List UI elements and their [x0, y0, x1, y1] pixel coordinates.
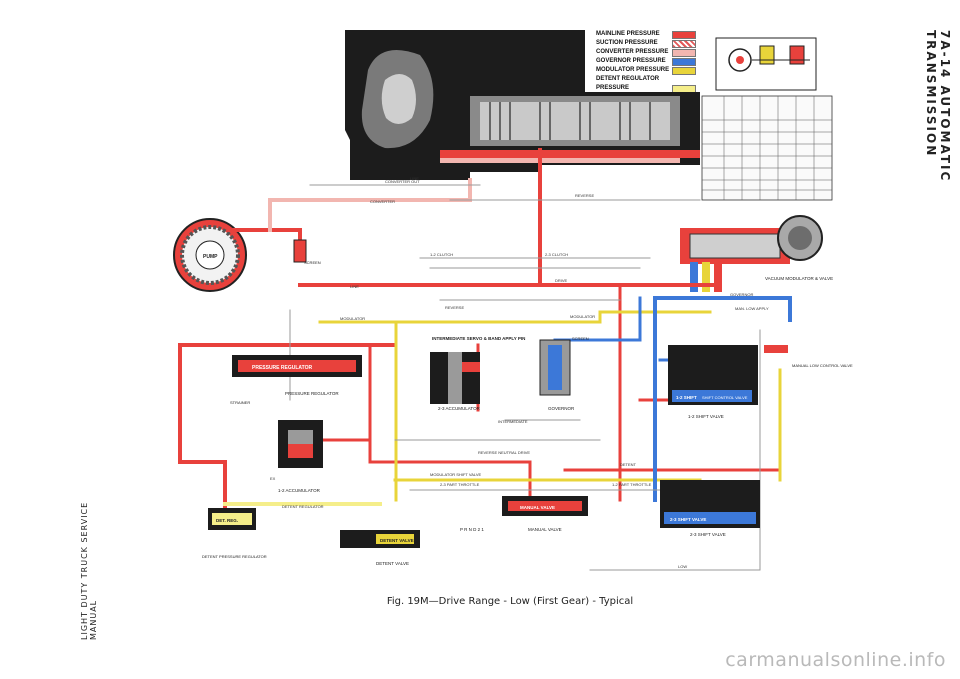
- detent-valve-label: DETENT VALVE: [376, 561, 409, 566]
- drive-label: DRIVE: [555, 278, 568, 283]
- converter-inset: [715, 37, 817, 91]
- shift-valve-23: 2-3 SHIFT VALVE 2-3 SHIFT VALVE: [660, 480, 760, 537]
- detent-valve: DETENT VALVE DETENT VALVE: [340, 530, 420, 566]
- strainer-label: STRAINER: [230, 400, 250, 405]
- vacuum-modulator-label: VACUUM MODULATOR & VALVE: [765, 276, 833, 281]
- detent-pressure-regulator: DET. REG. DETENT PRESSURE REGULATOR: [202, 508, 267, 559]
- legend-swatch-modulator: [672, 66, 696, 75]
- converter-line-label: CONVERTER: [370, 199, 395, 204]
- shift-12-body-label: 1-2 SHIFT: [676, 395, 697, 400]
- line-label-top: LINE: [410, 176, 419, 181]
- legend-item: MAINLINE PRESSURE: [596, 30, 696, 39]
- vacuum-modulator-assembly: VACUUM MODULATOR & VALVE: [680, 215, 833, 292]
- pump: PUMP: [173, 218, 247, 292]
- pressure-regulator-label: PRESSURE REGULATOR: [285, 391, 339, 396]
- legend-swatch-governor: [672, 57, 696, 66]
- converter-out-label: CONVERTER OUT: [385, 179, 420, 184]
- intermediate-servo: INTERMEDIATE SERVO & BAND APPLY PIN 2-3 …: [430, 336, 525, 411]
- shift-control-valve-label: SHIFT CONTROL VALVE: [702, 395, 748, 400]
- shift-23-label: 2-3 SHIFT VALVE: [690, 532, 726, 537]
- detent-label: DETENT: [620, 462, 637, 467]
- screen: SCREEN: [293, 239, 321, 265]
- clutch-23-label: 2-3 CLUTCH: [545, 252, 568, 257]
- line-labels: CONVERTER OUT CONVERTER LINE REVERSE 1-2…: [270, 176, 769, 569]
- reverse-neutral-drive-label: REVERSE NEUTRAL DRIVE: [478, 450, 530, 455]
- ex-label: EX: [270, 476, 276, 481]
- governor-screen-label: SCREEN: [572, 336, 589, 341]
- detent-valve-body-label: DETENT VALVE: [380, 538, 414, 543]
- shift-valve-group: 1-2 SHIFT SHIFT CONTROL VALVE 1-2 SHIFT …: [668, 345, 853, 419]
- manual-valve: MANUAL VALVE MANUAL VALVE P R N D 2 1: [460, 496, 588, 532]
- accumulator-23-label: 2-3 ACCUMULATOR: [438, 406, 481, 411]
- governor-line-label: GOVERNOR: [730, 292, 753, 297]
- legend-swatch-mainline: [672, 30, 696, 39]
- mod-shift-valve-label: MODULATOR SHIFT VALVE: [430, 472, 482, 477]
- governor: SCREEN GOVERNOR: [539, 336, 589, 411]
- legend-item: GOVERNOR PRESSURE: [596, 57, 696, 66]
- throttle-12-label: 1-2 PART THROTTLE: [612, 482, 652, 487]
- line-label-mid: LINE: [350, 284, 359, 289]
- modulator-label: MODULATOR: [340, 316, 365, 321]
- clutch-application-chart: [701, 95, 833, 201]
- pump-label: PUMP: [203, 254, 218, 260]
- pressure-regulator: PRESSURE REGULATOR PRESSURE REGULATOR ST…: [230, 355, 362, 405]
- modulator-label-right: MODULATOR: [570, 314, 595, 319]
- governor-label: GOVERNOR: [548, 406, 575, 411]
- manual-low-control-label: MANUAL LOW CONTROL VALVE: [792, 363, 853, 368]
- reverse-label-top: REVERSE: [575, 193, 594, 198]
- intermediate-servo-label: INTERMEDIATE SERVO & BAND APPLY PIN: [432, 336, 525, 341]
- shift-23-body-label: 2-3 SHIFT VALVE: [670, 517, 706, 522]
- legend-item: SUCTION PRESSURE: [596, 39, 696, 48]
- accumulator-12: 1-2 ACCUMULATOR: [278, 420, 323, 493]
- throttle-23-label: 2-3 PART THROTTLE: [440, 482, 480, 487]
- manual-selector-label: P R N D 2 1: [460, 527, 484, 532]
- manual-valve-label: MANUAL VALVE: [528, 527, 562, 532]
- clutch-12-label: 1-2 CLUTCH: [430, 252, 453, 257]
- detent-regulator-label: DETENT PRESSURE REGULATOR: [202, 554, 267, 559]
- detent-regulator-line-label: DETENT REGULATOR: [282, 504, 324, 509]
- transmission-housing: [345, 30, 700, 180]
- manual-valve-body-label: MANUAL VALVE: [520, 505, 555, 510]
- man-low-apply-label: MAN. LOW APPLY: [735, 306, 769, 311]
- pressure-regulator-valve-label: PRESSURE REGULATOR: [252, 365, 312, 371]
- reverse-label-mid: REVERSE: [445, 305, 464, 310]
- figure-caption: Fig. 19M—Drive Range - Low (First Gear) …: [386, 596, 634, 607]
- legend-item: MODULATOR PRESSURE: [596, 66, 696, 75]
- intermediate-label: INTERMEDIATE: [498, 419, 528, 424]
- shift-12-label: 1-2 SHIFT VALVE: [688, 414, 724, 419]
- legend-swatch-suction: [672, 39, 696, 48]
- hydraulic-lines: [178, 148, 792, 571]
- page-side-header: 7A-14 AUTOMATIC TRANSMISSION: [924, 30, 952, 183]
- screen-label: SCREEN: [304, 260, 321, 265]
- watermark: carmanualsonline.info: [725, 649, 946, 671]
- legend-item: CONVERTER PRESSURE: [596, 48, 696, 57]
- legend-swatch-converter: [672, 48, 696, 57]
- low-label: LOW: [678, 564, 687, 569]
- pressure-legend: MAINLINE PRESSURE SUCTION PRESSURE CONVE…: [596, 30, 696, 93]
- det-reg-label: DET. REG.: [216, 518, 238, 523]
- accumulator-12-label: 1-2 ACCUMULATOR: [278, 488, 321, 493]
